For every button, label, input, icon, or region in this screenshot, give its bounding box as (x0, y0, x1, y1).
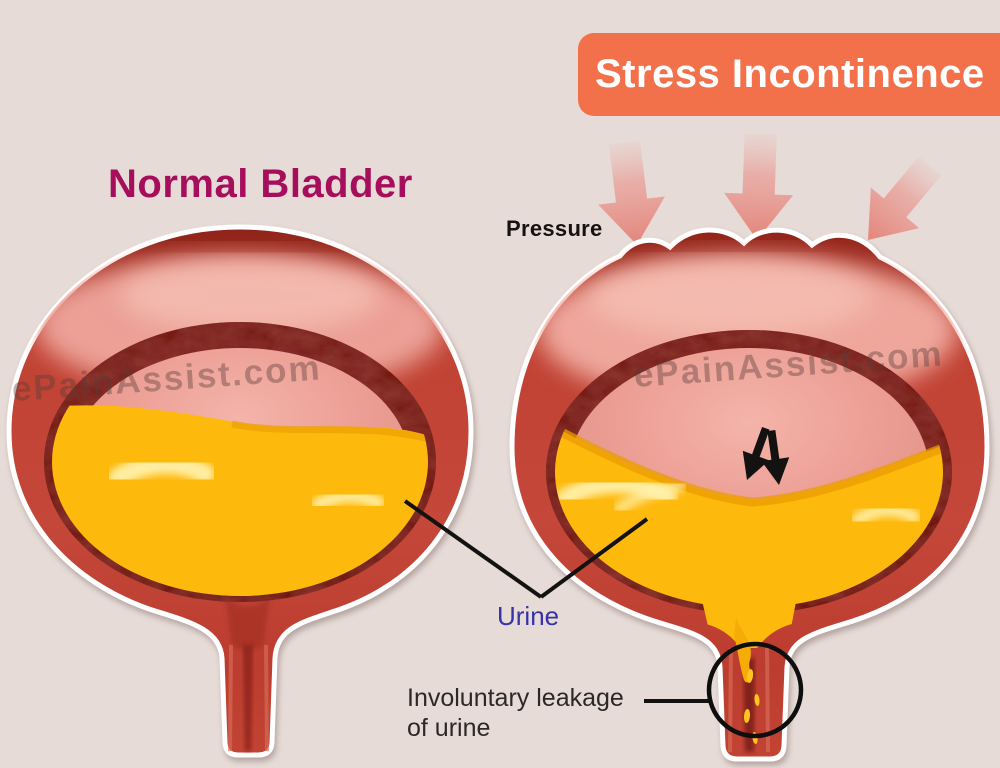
leakage-highlight-circle (706, 641, 804, 739)
urine-droplet (743, 709, 751, 723)
urine-highlight (311, 488, 385, 512)
urine-surface-line (231, 420, 428, 446)
pressure-label: Pressure (506, 216, 603, 241)
leakage-label-line1: Involuntary leakage (407, 684, 624, 712)
urine-highlight (851, 503, 921, 527)
urine-leader-line-right (539, 517, 649, 599)
urethra-wall-highlight (264, 644, 269, 752)
normal-bladder-title: Normal Bladder (108, 162, 413, 206)
urethra-wall-highlight (728, 647, 733, 753)
title-banner: Stress Incontinence (578, 33, 1000, 116)
urine-droplet (754, 694, 760, 706)
leak-arrow-icon (761, 429, 790, 485)
urine-leak-stream (734, 618, 753, 683)
urethra-lumen (243, 645, 253, 751)
urine-leader-line-left (403, 499, 543, 599)
urine-highlight (108, 454, 215, 488)
leakage-label: Involuntary leakage of urine (407, 683, 624, 743)
pressure-arrow-icon (598, 140, 665, 245)
pressure-arrows-icon (598, 133, 942, 245)
urine-droplet (746, 669, 754, 683)
stress-bladder-figure (509, 227, 990, 762)
urine-highlight (614, 480, 686, 514)
leader-lines (403, 499, 712, 703)
urine-pool (52, 405, 428, 596)
pressure-arrow-icon (724, 133, 794, 240)
normal-bladder-figure (6, 224, 474, 758)
urine-label: Urine (497, 601, 560, 631)
urine-fill (52, 405, 428, 596)
leakage-label-line2: of urine (407, 714, 491, 742)
urine-surface-line (555, 418, 943, 507)
leak-arrow-icon (742, 426, 770, 480)
urethra-wall-highlight (228, 644, 233, 752)
leak-pressure-arrows (742, 426, 790, 485)
bladder-neck-shade (225, 596, 270, 651)
banner-label: Stress Incontinence (595, 52, 985, 96)
pressure-arrow-icon (868, 156, 942, 240)
